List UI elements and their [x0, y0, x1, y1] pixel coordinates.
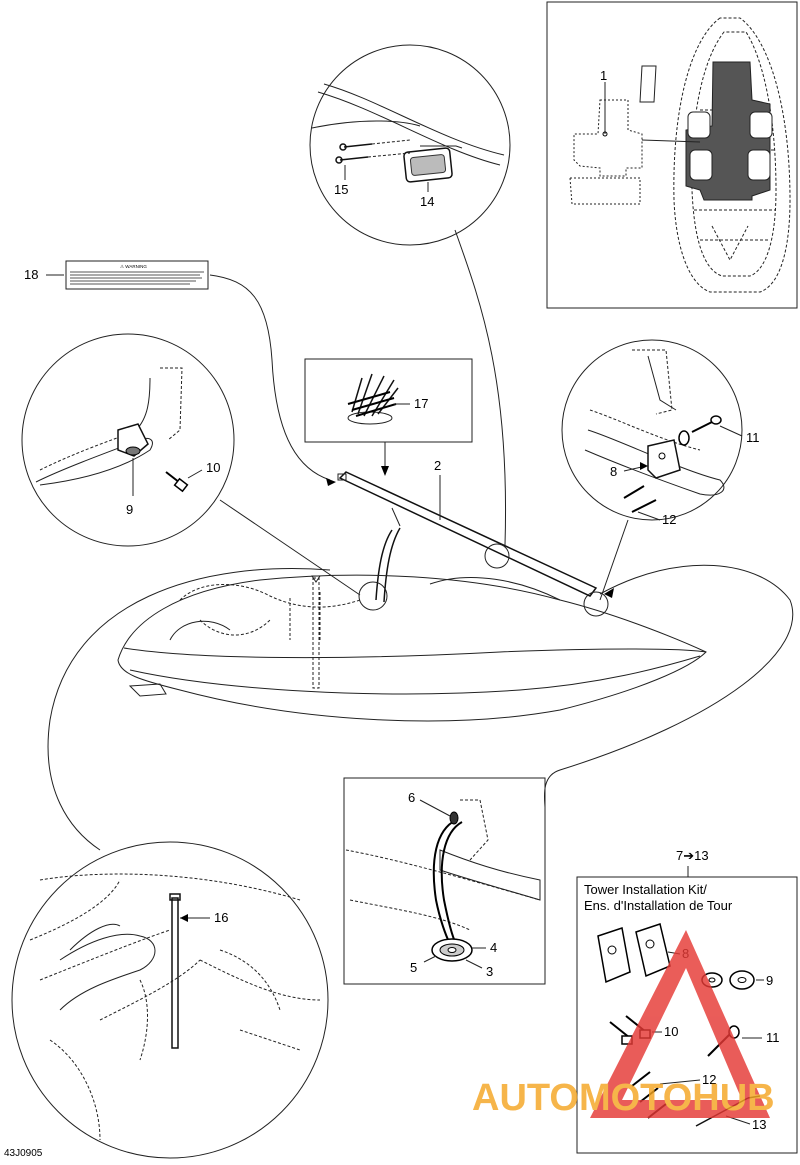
callout-2: 2	[434, 458, 441, 473]
mount-detail-circle-left: 10 9	[21, 333, 361, 596]
boat-top-view-inset: 1	[546, 1, 798, 309]
bracket-detail-circle-right: 11 8 12	[561, 339, 760, 601]
callout-8-right: 8	[610, 464, 617, 479]
rod-detail-circle: 16	[11, 841, 329, 1159]
strap-detail-box: 6 4 5 3	[343, 777, 546, 985]
leader-loop-left	[47, 568, 331, 851]
kit-range-label: 7➔13	[676, 848, 709, 863]
callout-9-kit: 9	[766, 973, 773, 988]
warning-header: ⚠ WARNING	[120, 264, 147, 269]
tower-assembly: 2	[337, 229, 609, 617]
callout-10-kit: 10	[664, 1024, 678, 1039]
callout-11-kit: 11	[766, 1030, 780, 1045]
callout-14: 14	[420, 194, 434, 209]
callout-12-right: 12	[662, 512, 676, 527]
automotohub-watermark: AUTOMOTOHUB	[472, 930, 775, 1119]
callout-16: 16	[214, 910, 228, 925]
callout-6: 6	[408, 790, 415, 805]
callout-5: 5	[410, 960, 417, 975]
callout-10-left: 10	[206, 460, 220, 475]
kit-title-line1: Tower Installation Kit/	[584, 882, 707, 897]
callout-3: 3	[486, 964, 493, 979]
bolt-set-box: 17	[304, 358, 473, 476]
callout-12-kit: 12	[702, 1072, 716, 1087]
callout-11-right: 11	[746, 430, 760, 445]
warning-decal: ⚠ WARNING 18	[24, 260, 336, 486]
boat-side-view	[117, 564, 794, 809]
figure-code: 43J0905	[4, 1148, 43, 1159]
callout-9-left: 9	[126, 502, 133, 517]
callout-17: 17	[414, 396, 428, 411]
mirror-detail-circle: 15 14	[309, 44, 511, 246]
callout-18: 18	[24, 267, 38, 282]
callout-4: 4	[490, 940, 497, 955]
kit-title-line2: Ens. d'Installation de Tour	[584, 898, 733, 913]
callout-1: 1	[600, 68, 607, 83]
callout-15: 15	[334, 182, 348, 197]
callout-13-kit: 13	[752, 1117, 766, 1132]
watermark-text: AUTOMOTOHUB	[472, 1077, 775, 1119]
